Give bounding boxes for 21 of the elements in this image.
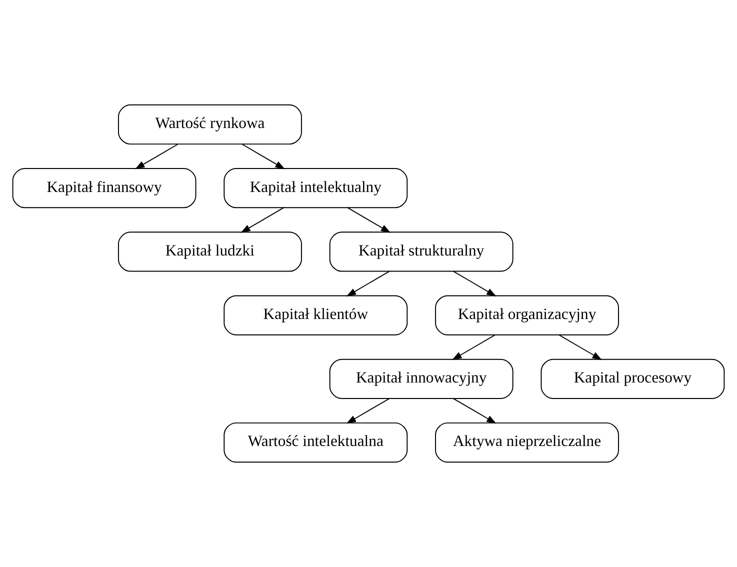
node-box: Kapitał organizacyjny [435, 295, 619, 336]
node-box: Kapitał strukturalny [329, 232, 514, 272]
arrow [346, 398, 390, 424]
arrow [558, 334, 602, 360]
node-box: Wartość intelektualna [224, 422, 408, 463]
node-box: Wartość rynkowa [118, 104, 302, 145]
node-box: Kapitał finansowy [12, 168, 196, 208]
node-box: Kapitał intelektualny [224, 168, 408, 208]
arrow [240, 207, 284, 233]
arrow [452, 270, 496, 296]
node-box: Kapitał klientów [224, 295, 408, 336]
arrow [452, 398, 496, 424]
node-box: Kapital procesowy [540, 358, 725, 399]
node-box: Kapitał innowacyjny [329, 358, 514, 399]
node-box: Kapitał ludzki [118, 232, 302, 272]
arrow [134, 144, 178, 170]
node-box: Aktywa nieprzeliczalne [435, 422, 619, 463]
arrow [241, 144, 286, 170]
arrow [346, 270, 390, 296]
arrow [347, 207, 391, 233]
arrow [452, 334, 496, 360]
